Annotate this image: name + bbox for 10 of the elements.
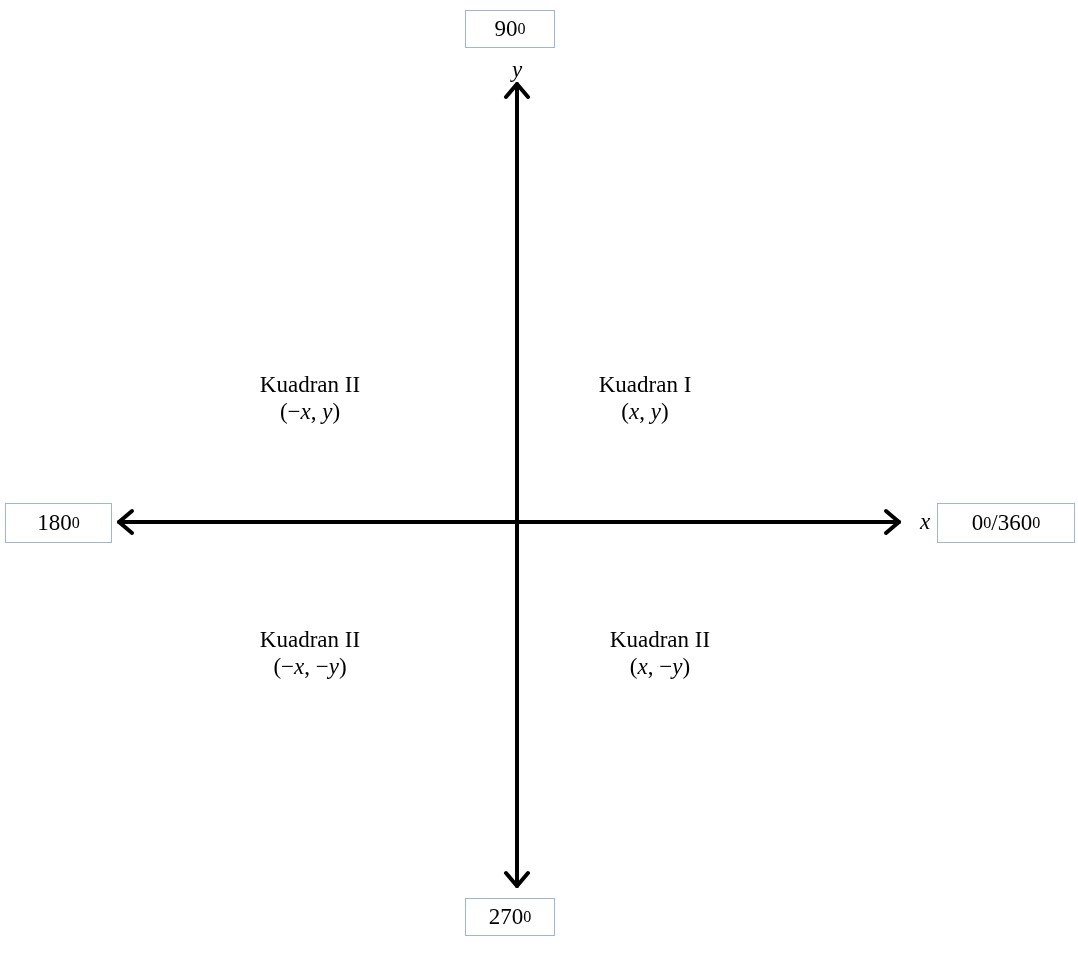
axis-label: y [511, 57, 523, 83]
quadrant-label: Kuadran I [598, 372, 692, 398]
coordinate-label: (x, y) [621, 399, 669, 425]
coordinate-label: (−x, −y) [273, 654, 347, 680]
quadrant-label: Kuadran II [259, 627, 361, 653]
coordinate-label: (x, −y) [629, 654, 691, 680]
axis-label: x [919, 509, 931, 535]
quadrant-label: Kuadran II [609, 627, 711, 653]
quadrant-label: Kuadran II [259, 372, 361, 398]
coordinate-label: (−x, y) [279, 399, 341, 425]
